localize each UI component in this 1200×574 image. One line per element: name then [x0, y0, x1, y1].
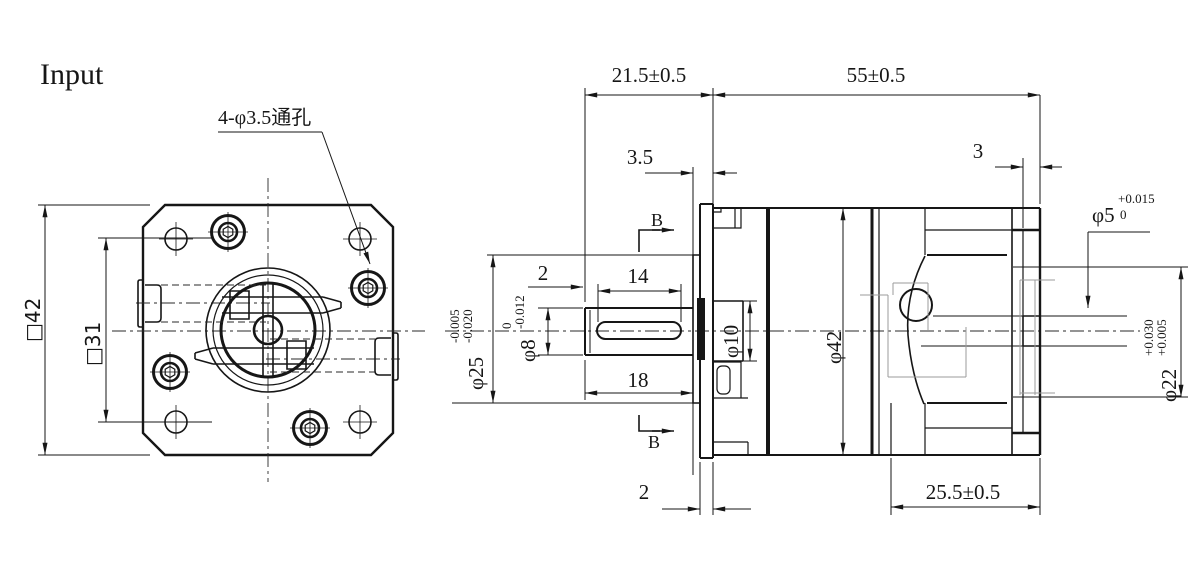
dim-55-label: 55±0.5	[847, 63, 906, 87]
dia-8-tol-upper: 0	[499, 323, 514, 330]
view-title: Input	[40, 58, 104, 91]
dim-shaft-length-label: 18	[628, 368, 649, 392]
dim-3-5: 3.5	[627, 145, 737, 475]
motor-body	[860, 208, 1127, 455]
dim-21-5-label: 21.5±0.5	[612, 63, 687, 87]
section-b-marks: B B	[638, 210, 674, 452]
dim-dia-5: φ5 +0.015 0	[1085, 191, 1155, 308]
motor-screw-boss	[899, 288, 933, 322]
dim-21-5: 21.5±0.5	[584, 63, 714, 400]
dia-42-label: φ42	[822, 331, 846, 364]
dim-dia-10: φ10	[719, 300, 757, 362]
dia-22-tol-upper: +0.030	[1141, 319, 1156, 356]
dia-25-tol-lower: -0.020	[460, 309, 475, 343]
dim-flange-thickness: 2	[639, 462, 751, 515]
flange-outline	[141, 203, 395, 457]
dim-dia-22: φ22 +0.030 +0.005	[1013, 266, 1188, 402]
left-tab	[137, 279, 162, 328]
pilot-bore	[713, 300, 744, 362]
dia-8-label: φ8	[516, 339, 540, 362]
front-view: Input □42	[21, 58, 425, 482]
through-hole	[342, 404, 378, 440]
front-center-lines	[112, 178, 425, 482]
dia-5-tol-upper: +0.015	[1118, 191, 1155, 206]
dim-key-offset: 2	[528, 261, 583, 290]
dia-25-label: φ25	[464, 357, 488, 390]
through-hole-note-label: 4-φ3.5通孔	[218, 106, 311, 129]
dim-shaft-length: 18	[585, 368, 693, 396]
keyway-slot	[596, 321, 682, 340]
dia-8-tol-lower: -0.012	[512, 295, 527, 329]
dia-5-label: φ5	[1092, 203, 1115, 227]
carrier-mid-circle	[212, 274, 324, 386]
dim-flange-thickness-label: 2	[639, 480, 650, 504]
dim-key-offset-label: 2	[538, 261, 549, 285]
through-hole	[342, 221, 378, 257]
dim-55: 55±0.5	[713, 63, 1041, 204]
dim-square-42: □42	[21, 204, 150, 456]
dim-3: 3	[973, 139, 1062, 228]
dim-square-31: □31	[81, 237, 212, 423]
dia-22-label: φ22	[1157, 369, 1181, 402]
dim-3-label: 3	[973, 139, 984, 163]
socket-screw	[288, 406, 332, 450]
dia-5-tol-lower: 0	[1120, 207, 1127, 222]
dim-square-31-label: □31	[81, 322, 105, 366]
dim-key-length: 14	[597, 264, 682, 322]
gearbox-housing	[713, 207, 1040, 456]
center-shaft-hole	[252, 314, 284, 346]
break-line	[906, 255, 926, 405]
mount-screw-head-top	[714, 208, 742, 229]
right-tab	[374, 332, 399, 381]
socket-screw	[206, 210, 250, 254]
dim-dia-25: φ25 -0.005 -0.020	[447, 254, 693, 404]
carrier-outer-circle	[205, 267, 331, 393]
socket-screw	[346, 266, 390, 310]
dia-22-tol-lower: +0.005	[1154, 319, 1169, 356]
dim-rear-length-label: 25.5±0.5	[926, 480, 1001, 504]
through-hole-note: 4-φ3.5通孔	[218, 106, 371, 265]
dim-dia-42: φ42	[822, 208, 846, 455]
input-shaft	[584, 307, 693, 356]
dim-key-length-label: 14	[628, 264, 650, 288]
carrier-cross-detail	[194, 282, 342, 377]
dim-dia-8: φ8 0 -0.012	[499, 295, 583, 362]
socket-screw	[148, 350, 192, 394]
dim-rear-length: 25.5±0.5	[890, 458, 1041, 515]
dia-10-label: φ10	[719, 325, 743, 358]
dia-25-tol-upper: -0.005	[447, 309, 462, 343]
phantom-internal-shaft	[860, 279, 1055, 395]
side-view: B B 21.5±0.5 55±0.5 3.5 3	[445, 63, 1188, 515]
mount-screw-head-bottom	[714, 361, 749, 455]
through-hole	[158, 221, 194, 257]
screw-shank	[716, 365, 731, 395]
section-label-top: B	[651, 210, 663, 230]
dim-3-5-label: 3.5	[627, 145, 653, 169]
section-label-bottom: B	[648, 432, 660, 452]
dim-square-42-label: □42	[21, 298, 45, 342]
